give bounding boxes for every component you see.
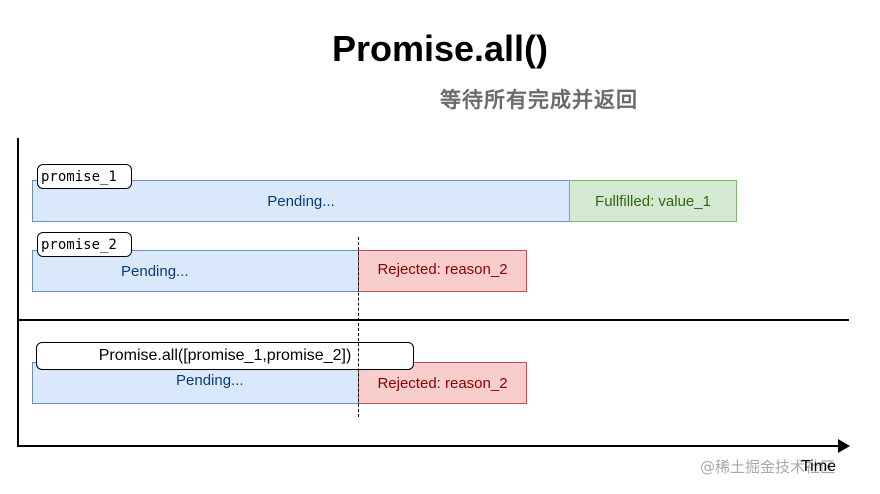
promise-all-tag: Promise.all([promise_1,promise_2]) [36,342,414,370]
diagram-title: Promise.all() [331,28,549,69]
time-axis-label: Time [801,458,836,475]
promise1-fulfilled-bar: Fullfilled: value_1 [569,180,737,222]
diagram-subtitle: 等待所有完成并返回 [440,88,638,112]
promise2-rejected-bar: Rejected: reason_2 [358,250,527,292]
promise2-tag: promise_2 [37,232,132,257]
time-axis-arrow-icon [838,439,850,453]
promise1-fulfilled-label: Fullfilled: value_1 [595,192,711,210]
promise1-tag: promise_1 [37,164,132,189]
promise2-rejected-label: Rejected: reason_2 [377,260,508,278]
all-rejected-label: Rejected: reason_2 [377,374,508,392]
rejection-time-marker [358,237,359,417]
all-pending-label: Pending... [176,371,244,389]
watermark: @稀土掘金技术社区 [700,458,836,476]
y-axis-line [17,138,19,447]
promise2-pending-bar: Pending... [32,250,359,292]
time-axis-line [17,445,843,447]
section-divider [17,319,849,321]
promise2-pending-label: Pending... [121,262,189,280]
promise1-pending-label: Pending... [267,192,335,210]
